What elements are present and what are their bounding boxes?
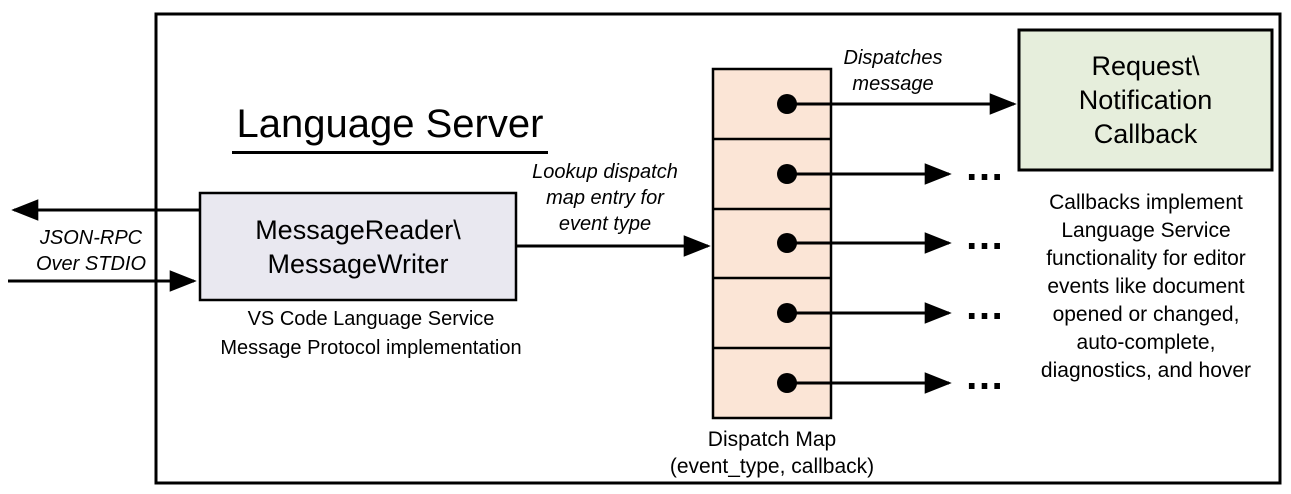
ellipsis-icon: …	[964, 354, 1006, 398]
message-readwrite-label: MessageReader\ MessageWriter	[255, 214, 461, 279]
ellipsis-icon: …	[964, 145, 1006, 189]
dispatches-label: Dispatches message	[843, 47, 943, 95]
diagram-title: Language Server	[180, 52, 600, 154]
dispatch-map-caption: Dispatch Map (event_type, callback)	[669, 428, 875, 478]
message-readwrite-box	[198, 191, 518, 302]
stdio-label: JSON-RPC Over STDIO	[35, 227, 146, 275]
diagram-title-text: Language Server	[231, 100, 549, 154]
ellipsis-icon: …	[964, 214, 1006, 258]
callback-box-label: Request\ Notification Callback	[1078, 51, 1213, 149]
ellipsis-icon: …	[964, 284, 1006, 328]
callback-box	[1017, 28, 1274, 172]
lookup-label: Lookup dispatch map entry for event type	[532, 161, 678, 235]
message-readwrite-caption: VS Code Language Service Message Protoco…	[220, 308, 522, 359]
language-server-box	[154, 12, 1282, 485]
callbacks-note: Callbacks implement Language Service fun…	[1040, 191, 1252, 382]
